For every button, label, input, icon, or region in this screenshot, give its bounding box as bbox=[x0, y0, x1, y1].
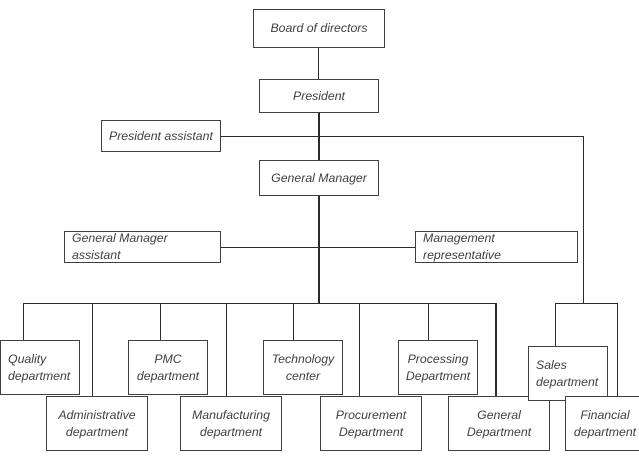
node-sales[interactable]: Sales department bbox=[528, 346, 608, 401]
node-label-procurement: Procurement Department bbox=[335, 407, 407, 439]
connector-drop-procurement bbox=[359, 303, 360, 396]
node-pmc[interactable]: PMC department bbox=[128, 340, 208, 395]
node-label-admin: Administrative department bbox=[58, 407, 136, 439]
connector-pres-asst-to-right bbox=[221, 136, 583, 137]
node-label-general_dept: General Department bbox=[466, 407, 532, 439]
node-label-mgmt_rep: Management representative bbox=[423, 231, 501, 262]
node-label-gen_manager: General Manager bbox=[271, 170, 367, 185]
connector-gm-down-to-bus bbox=[318, 196, 320, 303]
node-label-technology: Technology center bbox=[271, 351, 335, 383]
node-quality[interactable]: Quality department bbox=[0, 340, 80, 395]
node-gen_manager[interactable]: General Manager bbox=[259, 160, 379, 196]
connector-sales-bus-horizontal bbox=[555, 303, 618, 304]
connector-drop-sales bbox=[555, 303, 556, 346]
node-admin[interactable]: Administrative department bbox=[46, 396, 148, 451]
connector-drop-processing bbox=[428, 303, 429, 340]
connector-drop-quality bbox=[23, 303, 24, 340]
node-label-quality: Quality department bbox=[8, 351, 71, 383]
node-label-financial: Financial department bbox=[573, 407, 637, 439]
node-label-president: President bbox=[293, 88, 345, 103]
node-label-gm_asst: General Manager assistant bbox=[72, 231, 168, 262]
node-procurement[interactable]: Procurement Department bbox=[320, 396, 422, 451]
node-label-pmc: PMC department bbox=[136, 351, 200, 383]
connector-right-riser-to-sales-bus bbox=[583, 136, 584, 303]
node-mgmt_rep[interactable]: Management representative bbox=[415, 231, 578, 263]
node-gm_asst[interactable]: General Manager assistant bbox=[64, 231, 221, 263]
node-label-pres_asst: President assistant bbox=[109, 128, 213, 143]
connector-drop-pmc bbox=[160, 303, 161, 340]
connector-drop-general bbox=[495, 303, 497, 396]
connector-board-to-president bbox=[318, 48, 319, 79]
node-technology[interactable]: Technology center bbox=[263, 340, 343, 395]
connector-gm-asst-to-mgmt-rep bbox=[221, 247, 415, 248]
node-manufacturing[interactable]: Manufacturing department bbox=[180, 396, 282, 451]
connector-drop-manufacturing bbox=[226, 303, 227, 396]
connector-main-bus-horizontal bbox=[23, 303, 496, 304]
connector-drop-financial bbox=[617, 303, 618, 396]
node-general_dept[interactable]: General Department bbox=[448, 396, 550, 451]
node-label-sales: Sales department bbox=[536, 357, 599, 389]
node-pres_asst[interactable]: President assistant bbox=[101, 120, 221, 152]
node-financial[interactable]: Financial department bbox=[565, 396, 639, 451]
node-label-board: Board of directors bbox=[270, 21, 368, 35]
node-president[interactable]: President bbox=[259, 79, 379, 113]
connector-drop-technology bbox=[293, 303, 294, 340]
node-processing[interactable]: Processing Department bbox=[398, 340, 478, 395]
node-board[interactable]: Board of directors bbox=[253, 9, 385, 48]
node-label-manufacturing: Manufacturing department bbox=[192, 407, 270, 439]
node-label-processing: Processing Department bbox=[405, 351, 471, 383]
connector-drop-administrative bbox=[92, 303, 93, 396]
